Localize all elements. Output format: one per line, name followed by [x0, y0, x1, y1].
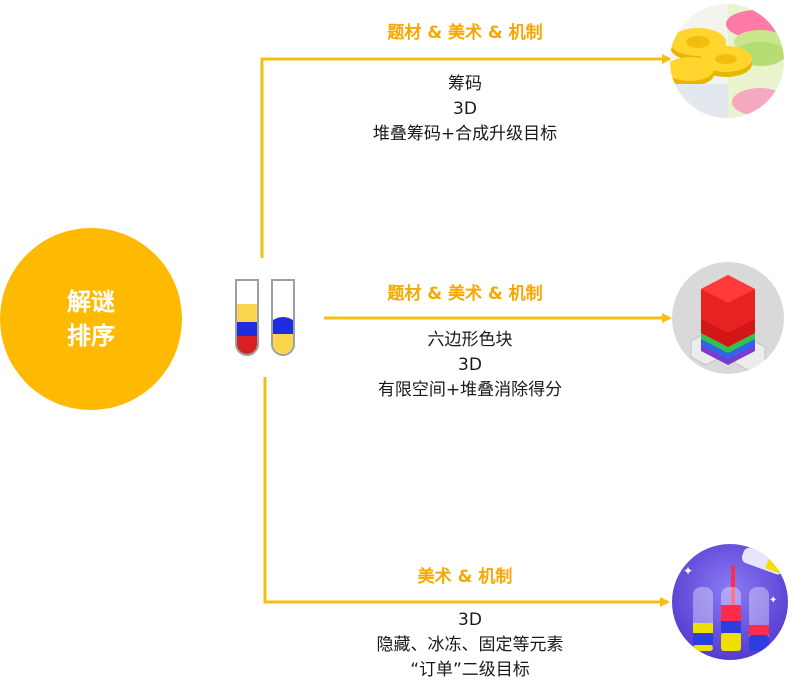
branch-1-description: 筹码 3D 堆叠筹码+合成升级目标 — [330, 72, 600, 147]
svg-text:✦: ✦ — [769, 595, 777, 606]
arrow-top — [260, 54, 672, 258]
branch-1-line-3: 堆叠筹码+合成升级目标 — [372, 124, 558, 144]
branch-2-line-1: 六边形色块 — [427, 330, 513, 350]
branch-2-description: 六边形色块 3D 有限空间+堆叠消除得分 — [330, 328, 610, 403]
branch-1-line-1: 筹码 — [448, 74, 482, 94]
hexagon-stack-game-icon — [672, 262, 784, 374]
coin-stack-game-icon — [670, 4, 784, 118]
test-tubes-icon — [235, 279, 295, 356]
branch-3-description: 3D 隐藏、冰冻、固定等元素 “订单”二级目标 — [330, 608, 610, 683]
center-topic-circle: 解谜 排序 — [0, 228, 182, 410]
branch-1-line-2: 3D — [453, 99, 477, 119]
svg-text:✦: ✦ — [683, 564, 693, 578]
center-topic-line2: 排序 — [67, 322, 115, 350]
branch-3-title: 美术 & 机制 — [417, 567, 513, 587]
branch-3-line-3: “订单”二级目标 — [410, 660, 530, 680]
branch-2-line-2: 3D — [458, 355, 482, 375]
branch-3-line-1: 3D — [458, 610, 482, 630]
branch-2-line-3: 有限空间+堆叠消除得分 — [377, 380, 563, 400]
branch-3-line-2: 隐藏、冰冻、固定等元素 — [376, 635, 564, 655]
center-topic-line1: 解谜 — [67, 288, 115, 316]
water-sort-game-icon: ✦ ✦ — [672, 544, 788, 660]
branch-1-title: 题材 & 美术 & 机制 — [387, 23, 543, 43]
right-tube-icon — [271, 279, 295, 356]
arrow-bottom — [263, 377, 670, 607]
branch-2-title: 题材 & 美术 & 机制 — [387, 284, 543, 304]
left-tube-icon — [235, 279, 259, 356]
